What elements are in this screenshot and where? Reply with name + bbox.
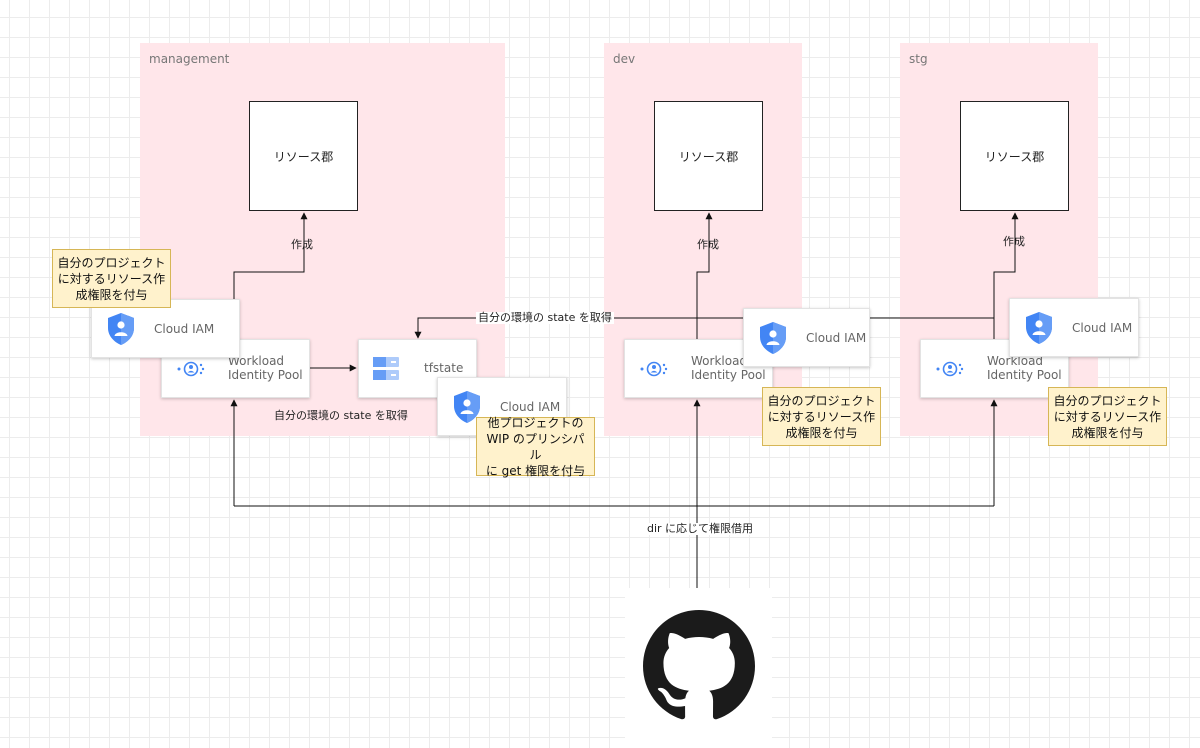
note-line: に対するリソース作 [57,271,166,286]
note-line: 成権限を付与 [75,287,148,302]
wip-label-line2: Identity Pool [691,368,766,382]
iam-shield-icon [108,313,134,345]
note-line: 自分のプロジェクト [767,393,876,408]
cloud-iam-label: Cloud IAM [154,322,215,336]
workload-identity-pool-dev[interactable]: Workload Identity Pool [624,339,773,398]
edge-label-get-state-management: 自分の環境の state を取得 [274,409,408,422]
edge-label-create-management: 作成 [291,238,313,251]
note-line: 成権限を付与 [785,425,858,440]
note-line: WIP のプリンシパル [486,431,585,462]
note-line: 自分のプロジェクト [57,255,166,270]
cloud-iam-stg[interactable]: Cloud IAM [1009,298,1139,357]
workload-identity-icon [177,361,205,377]
workload-identity-icon [640,361,668,377]
note-line: に get 権限を付与 [485,463,586,478]
note-own-project-dev[interactable]: 自分のプロジェクト に対するリソース作 成権限を付与 [762,387,881,446]
iam-shield-icon [1026,312,1052,344]
edge-label-create-stg: 作成 [1003,235,1025,248]
storage-icon [373,357,399,380]
edge-create-management [233,212,308,340]
note-line: 自分のプロジェクト [1053,393,1162,408]
iam-shield-icon [454,391,480,423]
resource-group-label: リソース郡 [678,149,739,164]
note-line: に対するリソース作 [1053,409,1162,424]
wip-label-line1: Workload [987,354,1044,368]
note-own-project-management[interactable]: 自分のプロジェクト に対するリソース作 成権限を付与 [52,249,171,308]
wip-label-line2: Identity Pool [987,368,1062,382]
tfstate-bucket[interactable]: tfstate [358,339,477,398]
wip-label-line1: Workload [691,354,748,368]
note-line: 他プロジェクトの [487,415,584,430]
resource-group-management[interactable]: リソース郡 [249,101,358,211]
cloud-iam-label: Cloud IAM [1072,321,1133,335]
note-other-project[interactable]: 他プロジェクトの WIP のプリンシパル に get 権限を付与 [476,415,595,478]
note-line: 成権限を付与 [1071,425,1144,440]
edge-label-get-state-cross: 自分の環境の state を取得 [476,311,614,324]
github-icon [643,610,755,720]
note-line: に対するリソース作 [767,409,876,424]
note-own-project-stg[interactable]: 自分のプロジェクト に対するリソース作 成権限を付与 [1048,387,1167,446]
env-label-management: management [149,52,230,66]
resource-group-stg[interactable]: リソース郡 [960,101,1069,211]
cloud-iam-label: Cloud IAM [500,400,561,414]
resource-group-label: リソース郡 [984,149,1045,164]
workload-identity-icon [936,361,964,377]
cloud-iam-dev[interactable]: Cloud IAM [743,308,870,367]
github[interactable] [625,588,772,748]
edge-create-dev [696,212,713,340]
edge-create-stg [993,212,1019,340]
wip-label-line1: Workload [228,354,285,368]
wip-label-line2: Identity Pool [228,368,303,382]
resource-group-dev[interactable]: リソース郡 [654,101,763,211]
edge-label-create-dev: 作成 [697,238,719,251]
edge-label-borrow-by-dir: dir に応じて権限借用 [645,522,756,535]
cloud-iam-label: Cloud IAM [806,331,867,345]
env-label-dev: dev [613,52,636,66]
resource-group-label: リソース郡 [273,149,334,164]
tfstate-label: tfstate [424,361,464,375]
iam-shield-icon [760,322,786,354]
env-label-stg: stg [909,52,928,66]
